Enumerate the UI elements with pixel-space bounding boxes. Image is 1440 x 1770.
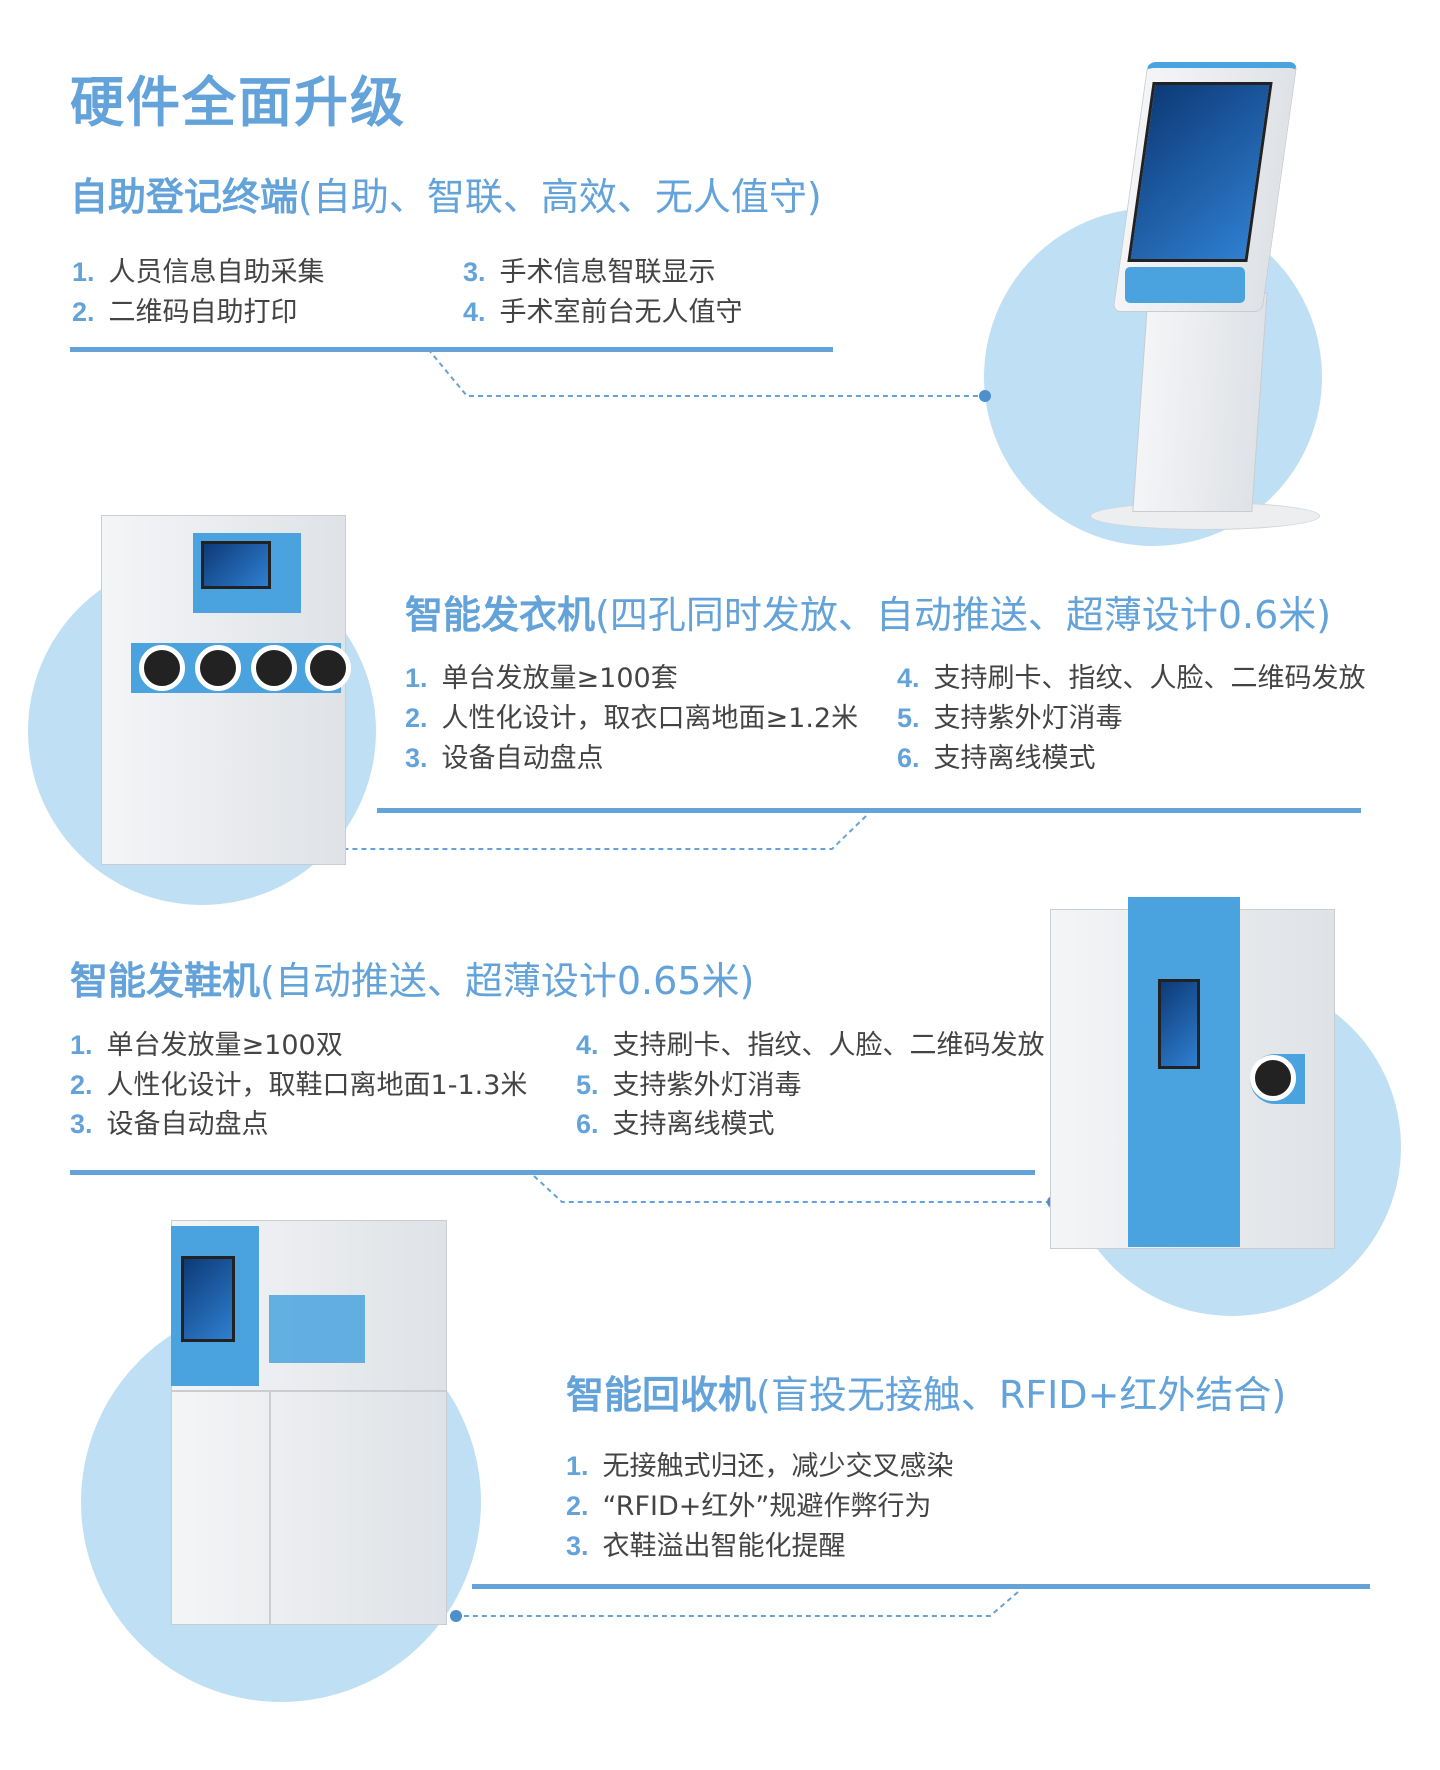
- list-item: 4.手术室前台无人值守: [463, 297, 743, 328]
- connector-dot: [450, 1610, 462, 1622]
- section-name: 智能发衣机: [405, 593, 596, 637]
- list-item: 5.支持紫外灯消毒: [897, 703, 1123, 734]
- page-title: 硬件全面升级: [70, 71, 406, 134]
- list-item: 3.手术信息智联显示: [463, 257, 716, 288]
- section-desc: (自助、智联、高效、无人值守): [298, 175, 822, 219]
- list-item: 1.人员信息自助采集: [72, 257, 325, 288]
- list-item: 2.人性化设计，取鞋口离地面1-1.3米: [70, 1070, 528, 1101]
- list-item: 3.设备自动盘点: [70, 1109, 269, 1140]
- divider: [472, 1584, 1370, 1589]
- list-item: 3.衣鞋溢出智能化提醒: [566, 1531, 846, 1562]
- section-name: 智能回收机: [566, 1373, 757, 1417]
- section-heading: 自助登记终端(自助、智联、高效、无人值守): [70, 166, 822, 221]
- list-item: 5.支持紫外灯消毒: [576, 1070, 802, 1101]
- section-name: 自助登记终端: [70, 175, 299, 219]
- list-item: 2.“RFID+红外”规避作弊行为: [566, 1491, 932, 1522]
- recycling-machine-image: [171, 1220, 447, 1632]
- list-item: 2.人性化设计，取衣口离地面≥1.2米: [405, 703, 859, 734]
- section-desc: (自动推送、超薄设计0.65米): [260, 959, 755, 1003]
- list-item: 2.二维码自助打印: [72, 297, 298, 328]
- list-item: 6.支持离线模式: [576, 1109, 775, 1140]
- clothes-dispenser-image: [101, 515, 351, 870]
- divider: [377, 808, 1361, 813]
- section-heading: 智能发鞋机(自动推送、超薄设计0.65米): [70, 950, 754, 1005]
- list-item: 1.单台发放量≥100套: [405, 663, 678, 694]
- shoe-dispenser-image: [1050, 889, 1335, 1259]
- connector-dot: [979, 390, 991, 402]
- section-heading: 智能发衣机(四孔同时发放、自动推送、超薄设计0.6米): [405, 584, 1331, 639]
- kiosk-terminal-image: [1090, 62, 1320, 532]
- list-item: 1.单台发放量≥100双: [70, 1030, 343, 1061]
- divider: [70, 347, 833, 352]
- list-item: 1.无接触式归还，减少交叉感染: [566, 1451, 954, 1482]
- list-item: 3.设备自动盘点: [405, 743, 604, 774]
- list-item: 4.支持刷卡、指纹、人脸、二维码发放: [897, 663, 1366, 694]
- list-item: 4.支持刷卡、指纹、人脸、二维码发放: [576, 1030, 1045, 1061]
- section-name: 智能发鞋机: [70, 959, 261, 1003]
- section-desc: (四孔同时发放、自动推送、超薄设计0.6米): [595, 593, 1332, 637]
- section-desc: (盲投无接触、RFID+红外结合): [756, 1373, 1287, 1417]
- list-item: 6.支持离线模式: [897, 743, 1096, 774]
- section-heading: 智能回收机(盲投无接触、RFID+红外结合): [566, 1364, 1286, 1419]
- divider: [70, 1170, 1035, 1175]
